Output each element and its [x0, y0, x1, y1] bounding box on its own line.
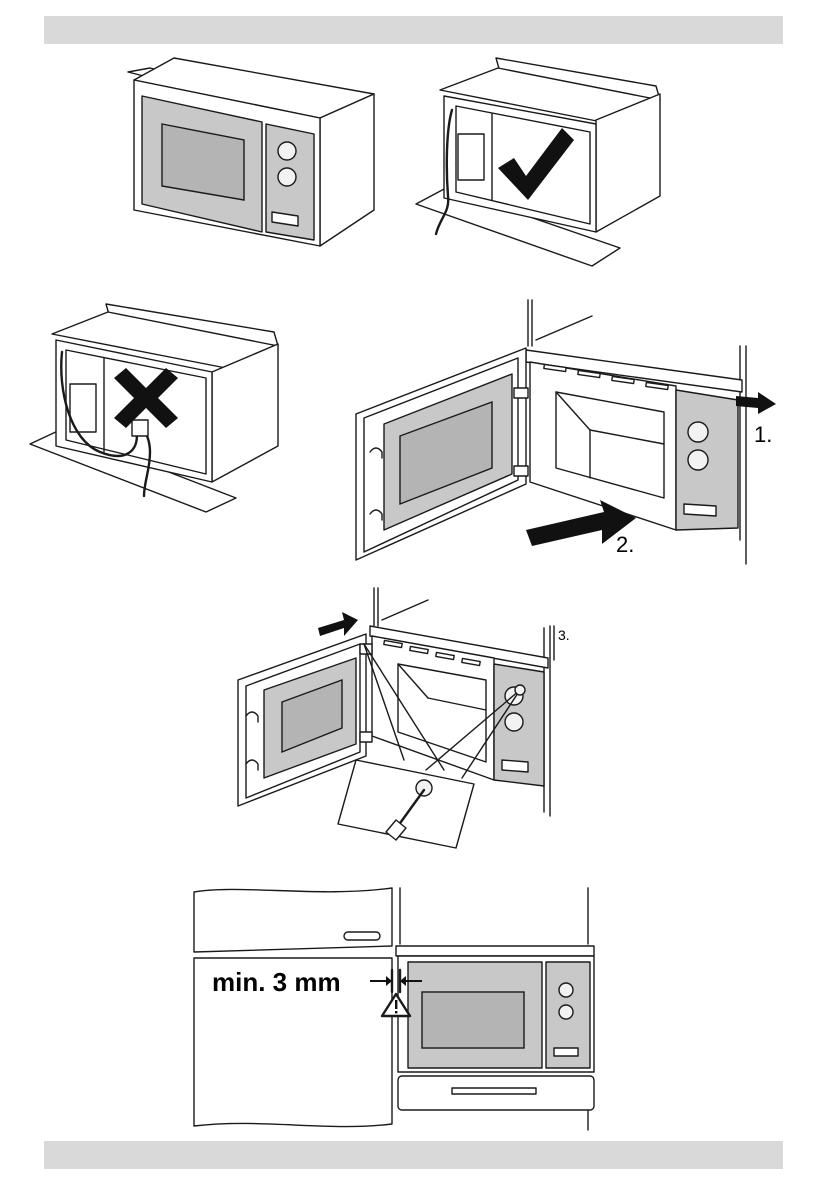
- knob-icon: [505, 713, 523, 731]
- knob-icon: [688, 422, 708, 442]
- knob-icon: [559, 1005, 573, 1019]
- knob-icon: [278, 142, 296, 160]
- handle-icon: [344, 932, 380, 940]
- step-1-label: 1.: [754, 422, 772, 447]
- screw-icon: [515, 685, 525, 695]
- arrow-right-icon: [736, 392, 776, 414]
- figure-microwave-front: [128, 58, 374, 246]
- arrow-push-icon: [318, 612, 358, 636]
- min-gap-label: min. 3 mm: [212, 967, 341, 997]
- figure-microwave-rear-wrong: [30, 304, 278, 512]
- knob-icon: [688, 450, 708, 470]
- knob-icon: [278, 168, 296, 186]
- knob-icon: [559, 983, 573, 997]
- figure-min-gap: min. 3 mm: [194, 888, 594, 1130]
- handle-icon: [452, 1088, 536, 1094]
- figure-install-step-3: 3.: [238, 588, 570, 848]
- step-2-label: 2.: [616, 532, 634, 557]
- figure-install-steps-1-2: 1. 2.: [356, 300, 776, 564]
- figure-microwave-rear-correct: [416, 58, 660, 266]
- display-icon: [684, 504, 716, 516]
- step-3-label: 3.: [558, 627, 570, 643]
- display-icon: [502, 760, 528, 772]
- display-icon: [554, 1048, 578, 1056]
